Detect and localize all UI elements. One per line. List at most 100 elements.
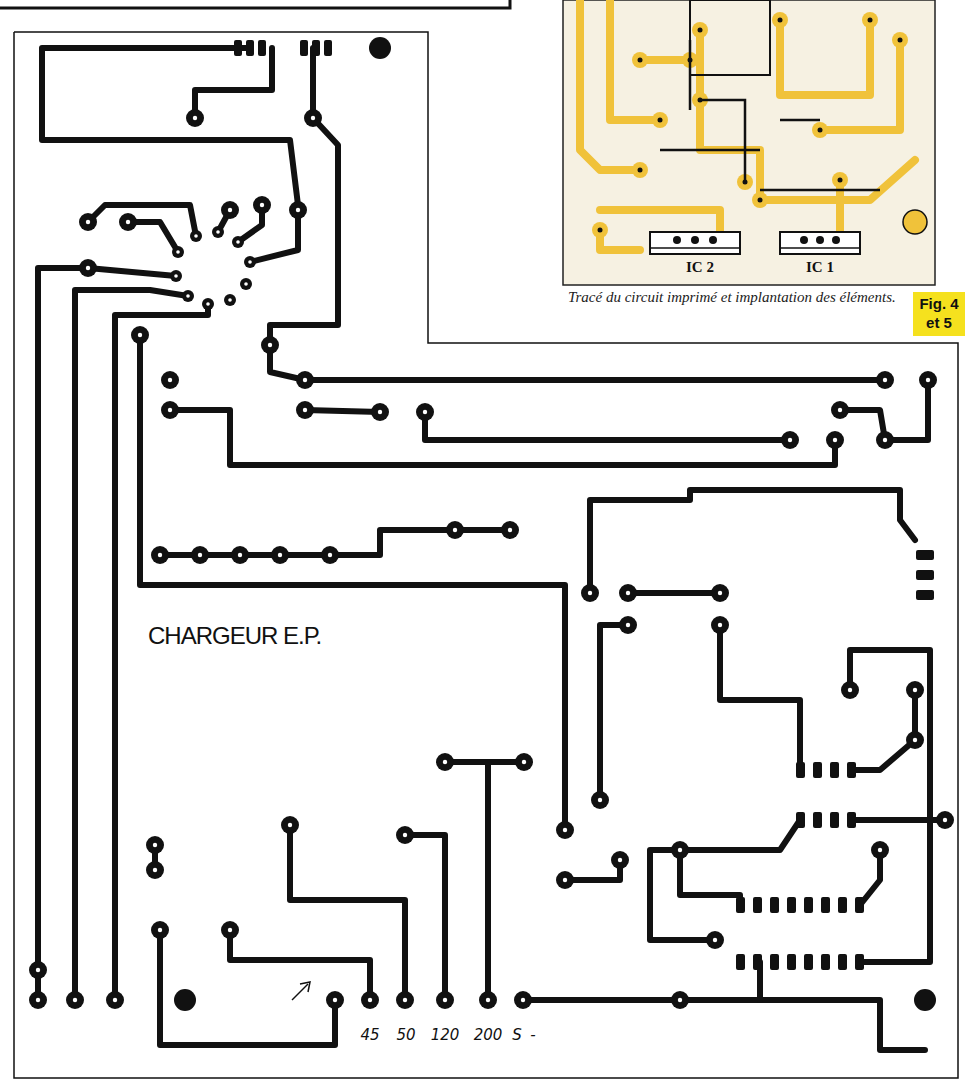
component-lead: [660, 149, 760, 152]
ic-pad: [312, 40, 320, 56]
ic-pad: [855, 954, 864, 970]
figure-number-box: Fig. 4 et 5: [913, 292, 965, 336]
pad-hole: [638, 58, 643, 63]
solder-pad: [161, 401, 179, 419]
pad-inset: [812, 122, 828, 138]
drill-hole: [598, 798, 602, 802]
solder-pad: [556, 871, 574, 889]
drill-hole: [153, 843, 157, 847]
solder-pad: [131, 326, 149, 344]
solder-pad: [919, 371, 937, 389]
solder-pad: [841, 681, 859, 699]
terminal-label: -: [530, 1026, 535, 1044]
mounting-hole: [903, 210, 927, 234]
drill-hole: [718, 623, 722, 627]
ic-pad: [804, 954, 813, 970]
solder-pad: [619, 584, 637, 602]
solder-pad: [29, 961, 47, 979]
drill-hole: [943, 818, 947, 822]
ic-pad: [813, 812, 822, 828]
drill-hole: [174, 274, 178, 278]
solder-pad: [671, 991, 689, 1009]
ic-pad: [916, 570, 934, 580]
regulator-tab: [650, 247, 740, 249]
ic-pad: [300, 40, 308, 56]
ic-pad: [813, 762, 822, 778]
drill-hole: [678, 998, 682, 1002]
copper-trace: [270, 118, 338, 345]
copper-trace: [195, 48, 272, 118]
ic-pad: [246, 40, 254, 56]
pad-hole: [758, 198, 763, 203]
drill-hole: [563, 828, 567, 832]
solder-pad: [271, 546, 289, 564]
solder-pad: [831, 401, 849, 419]
ic-pad: [258, 40, 266, 56]
copper-trace: [405, 835, 445, 1000]
component-layout-inset: [563, 0, 935, 285]
ic-pad: [847, 812, 856, 828]
regulator-pin: [800, 236, 808, 244]
pad-inset: [862, 12, 878, 28]
drill-hole: [198, 553, 202, 557]
solder-pad: [871, 841, 889, 859]
pad-hole: [778, 18, 783, 23]
ic-label: IC 1: [806, 258, 834, 276]
pad-hole: [868, 18, 873, 23]
drill-hole: [228, 298, 232, 302]
drill-hole: [73, 998, 77, 1002]
copper-trace: [425, 412, 790, 440]
solder-pad: [146, 861, 164, 879]
ic-pad: [753, 954, 762, 970]
copper-trace-inset: [760, 160, 915, 200]
drill-hole: [508, 528, 512, 532]
solder-pad: [581, 584, 599, 602]
copper-trace: [310, 48, 316, 118]
drill-hole: [126, 220, 130, 224]
drill-hole: [278, 553, 282, 557]
drill-hole: [848, 688, 852, 692]
terminal-label: 50: [396, 1026, 415, 1044]
copper-trace: [160, 930, 335, 1045]
drill-hole: [303, 378, 307, 382]
pad-inset: [892, 32, 908, 48]
copper-trace: [720, 625, 800, 762]
drill-hole: [368, 998, 372, 1002]
drill-hole: [193, 116, 197, 120]
drill-hole: [626, 591, 630, 595]
drill-hole: [833, 438, 837, 442]
solder-pad: [416, 403, 434, 421]
drill-hole: [588, 591, 592, 595]
copper-trace-inset: [780, 20, 870, 95]
ic-pad: [753, 897, 762, 913]
regulator-pin: [816, 236, 824, 244]
solder-pad: [186, 109, 204, 127]
solder-pad: [611, 851, 629, 869]
solder-pad: [479, 991, 497, 1009]
copper-trace: [170, 410, 835, 465]
drill-hole: [878, 848, 882, 852]
solder-pad: [436, 991, 454, 1009]
solder-pad: [29, 991, 47, 1009]
drill-hole: [423, 410, 427, 414]
drill-hole: [228, 208, 232, 212]
regulator-tab: [780, 247, 860, 249]
transistor-pad: [224, 294, 236, 306]
figure-number: Fig. 4 et 5: [917, 295, 961, 333]
solder-pad: [556, 821, 574, 839]
solder-pad: [501, 521, 519, 539]
solder-pad: [711, 616, 729, 634]
regulator-pin: [691, 236, 699, 244]
transistor-pad: [172, 246, 184, 258]
copper-trace: [250, 210, 298, 262]
solder-pad: [671, 841, 689, 859]
drill-hole: [678, 848, 682, 852]
solder-pad: [446, 521, 464, 539]
figure-caption: Tracé du circuit imprimé et implantation…: [568, 288, 906, 308]
pad-inset: [592, 222, 608, 238]
solder-pad: [296, 371, 314, 389]
copper-trace-inset: [820, 40, 900, 130]
pad-hole: [598, 228, 603, 233]
solder-pad: [396, 991, 414, 1009]
